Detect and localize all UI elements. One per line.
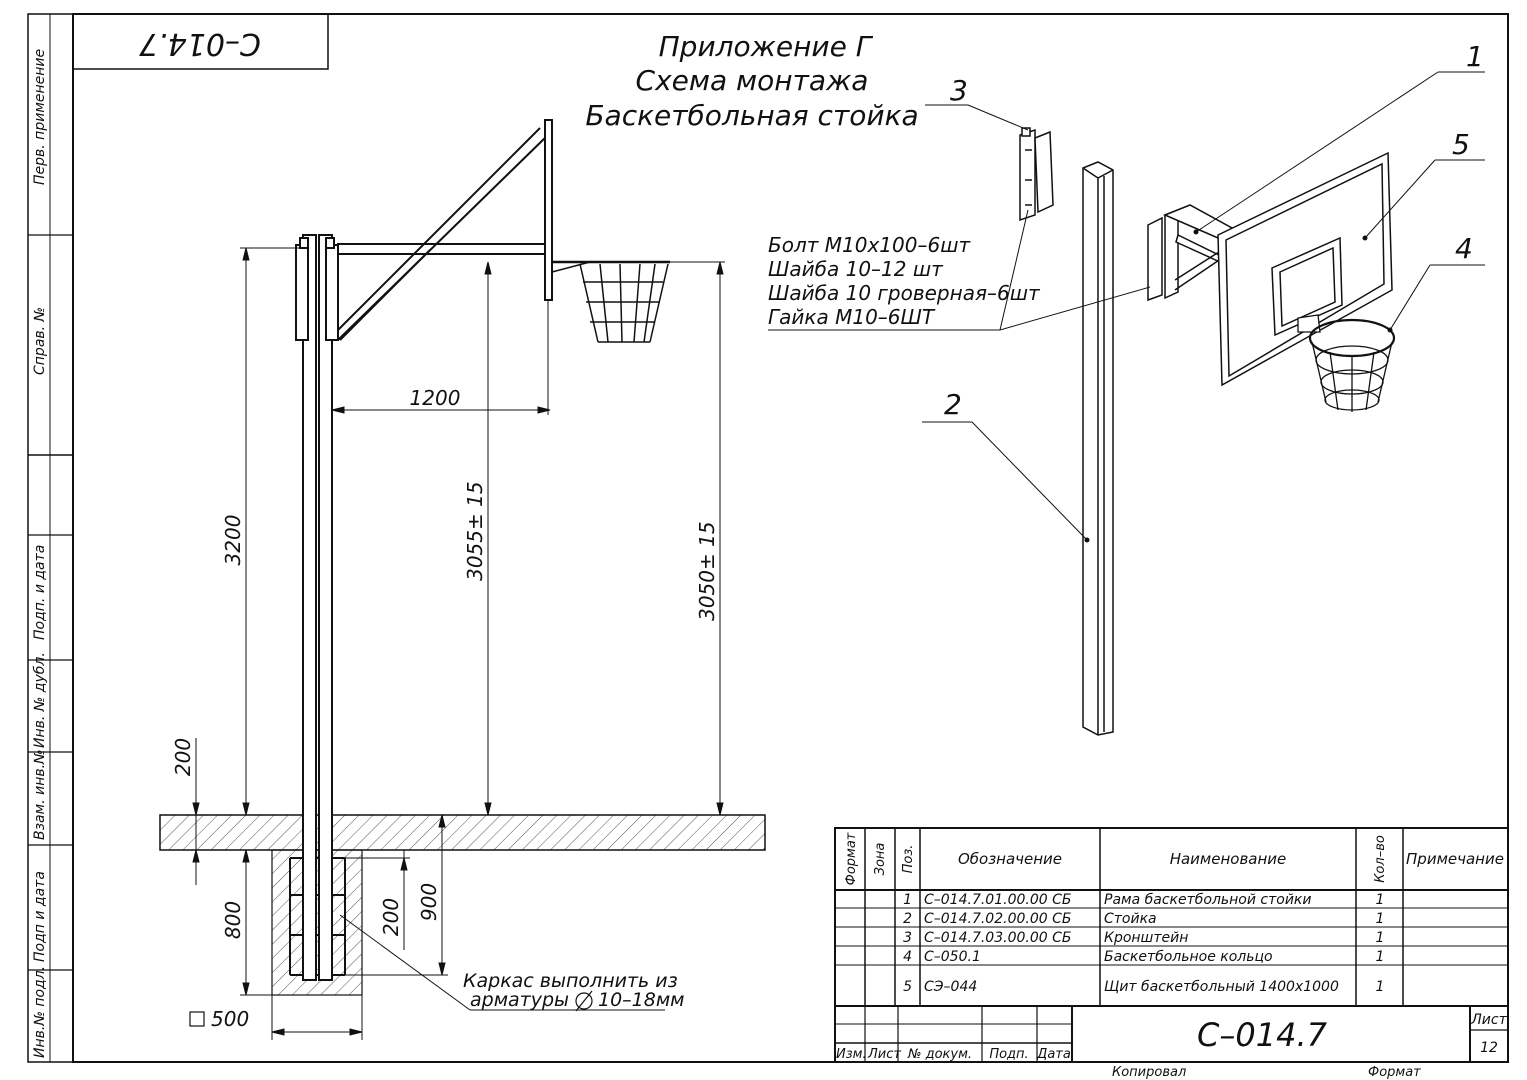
stamp-podp: Подп.: [989, 1047, 1028, 1062]
diameter-symbol: [575, 992, 593, 1010]
label-perv-primenenie: Перв. применение: [32, 49, 48, 185]
code-box: [72, 13, 329, 70]
spec-table: Формат Зона Поз. Обозначение Наименовани…: [834, 827, 1509, 1007]
svg-text:1: 1: [1376, 979, 1385, 995]
th-zona: Зона: [873, 843, 888, 876]
dim-3055: 3055: [463, 530, 487, 581]
stamp-designation: С–014.7: [1197, 1016, 1328, 1054]
ground-slab: [159, 814, 766, 851]
stamp-list: Лист: [867, 1047, 901, 1062]
table-row: 4 С–050.1 Баскетбольное кольцо 1: [903, 949, 1384, 965]
stamp-kopiroval: Копировал: [1112, 1065, 1186, 1080]
note-karkas-2: арматуры: [470, 989, 569, 1011]
callout-3: 3: [950, 74, 968, 107]
arm-frame: [337, 127, 549, 341]
svg-text:1: 1: [1376, 930, 1385, 946]
title-line-3: Баскетбольная стойка: [585, 99, 918, 132]
label-podp-data-2: Подп и дата: [32, 871, 48, 962]
table-row: 3 С–014.7.03.00.00 СБ Кронштейн 1: [903, 930, 1384, 946]
svg-text:Стойка: Стойка: [1104, 911, 1157, 927]
svg-text:4: 4: [903, 949, 912, 965]
label-inv-podl: Инв.№ подл.: [32, 966, 48, 1058]
table-row: 1 С–014.7.01.00.00 СБ Рама баскетбольной…: [903, 892, 1384, 908]
dim-3200: 3200: [221, 515, 245, 566]
callout-4: 4: [1455, 232, 1473, 265]
dim-500: 500: [211, 1007, 249, 1031]
elevation-view: 1200 3200 3055 ± 15 3050 ± 15 200 800 20…: [159, 119, 766, 1040]
svg-text:5: 5: [903, 979, 912, 995]
svg-text:Рама баскетбольной стойки: Рама баскетбольной стойки: [1104, 892, 1311, 908]
post-iso: [1082, 161, 1114, 736]
label-sprav-no: Справ. №: [32, 307, 48, 375]
dim-200-bottom: 200: [379, 898, 403, 936]
svg-text:2: 2: [903, 911, 912, 927]
stamp-data: Дата: [1036, 1047, 1071, 1062]
callout-5: 5: [1452, 128, 1470, 161]
svg-text:1: 1: [1376, 949, 1385, 965]
note-karkas-1: Каркас выполнить из: [463, 970, 678, 992]
table-row: 2 С–014.7.02.00.00 СБ Стойка 1: [903, 911, 1384, 927]
fixing-line-2: Шайба 10–12 шт: [768, 257, 944, 281]
title-line-1: Приложение Г: [659, 30, 874, 63]
callout-2: 2: [944, 388, 962, 421]
rebar-cage: [289, 857, 346, 976]
stamp-list-label: Лист: [1470, 1012, 1507, 1028]
dim-1200: 1200: [410, 386, 461, 410]
code-mirrored: С–014.7: [139, 26, 261, 61]
label-podp-data-1: Подп. и дата: [32, 545, 48, 640]
svg-text:С–050.1: С–050.1: [924, 949, 981, 965]
stamp-format: Формат: [1368, 1065, 1421, 1080]
fixing-line-4: Гайка М10–6ШТ: [768, 305, 936, 329]
svg-text:1: 1: [1376, 911, 1385, 927]
bracket-iso: [1019, 127, 1054, 222]
dim-3050-tol: ± 15: [695, 521, 719, 570]
dimension-lines: [190, 247, 725, 1040]
left-side-column: Перв. применение Справ. № Подп. и дата И…: [27, 13, 74, 1063]
dim-900: 900: [417, 883, 441, 921]
note-karkas-3: 10–18мм: [598, 989, 685, 1011]
frame-iso: [1147, 204, 1234, 302]
callout-1: 1: [1466, 40, 1484, 73]
th-poz: Поз.: [901, 845, 916, 874]
svg-text:Щит баскетбольный 1400х1000: Щит баскетбольный 1400х1000: [1104, 979, 1339, 995]
stamp-sheet-number: 12: [1480, 1040, 1498, 1056]
hoop-side: [551, 260, 670, 343]
hoop-iso: [1297, 314, 1396, 412]
square-symbol: [189, 1011, 205, 1027]
stamp-dokum: № докум.: [907, 1047, 972, 1062]
th-kolvo: Кол–во: [1373, 835, 1388, 883]
svg-text:С–014.7.03.00.00 СБ: С–014.7.03.00.00 СБ: [924, 930, 1071, 946]
label-inv-dubl: Инв. № дубл.: [32, 652, 48, 748]
th-oboznachenie: Обозначение: [958, 850, 1062, 868]
fixing-line-3: Шайба 10 гроверная–6шт: [768, 281, 1041, 305]
svg-text:3: 3: [903, 930, 912, 946]
label-vzam-inv: Взам. инв.№: [32, 749, 48, 840]
dim-800: 800: [221, 901, 245, 939]
dim-200-top: 200: [171, 738, 195, 776]
title-line-2: Схема монтажа: [636, 64, 869, 97]
isometric-view: 1 2 3 4 5 Болт М10х100–6шт Шайба 10–12 ш…: [768, 40, 1485, 736]
fixing-line-1: Болт М10х100–6шт: [768, 233, 971, 257]
stamp-izm: Изм.: [836, 1047, 867, 1062]
th-format: Формат: [844, 832, 859, 885]
callout-leaders: [768, 71, 1485, 541]
svg-text:СЭ–044: СЭ–044: [924, 979, 977, 995]
svg-text:С–014.7.02.00.00 СБ: С–014.7.02.00.00 СБ: [924, 911, 1071, 927]
table-row: 5 СЭ–044 Щит баскетбольный 1400х1000 1: [903, 979, 1384, 995]
svg-text:Баскетбольное кольцо: Баскетбольное кольцо: [1104, 949, 1273, 965]
th-naimenovanie: Наименование: [1170, 850, 1287, 868]
backboard-iso: [1217, 151, 1393, 387]
title-block: Изм. Лист № докум. Подп. Дата С–014.7 Ли…: [834, 1005, 1509, 1080]
th-primechanie: Примечание: [1406, 850, 1504, 868]
svg-text:С–014.7.01.00.00 СБ: С–014.7.01.00.00 СБ: [924, 892, 1071, 908]
svg-text:1: 1: [903, 892, 912, 908]
dim-3055-tol: ± 15: [463, 481, 487, 530]
dim-3050: 3050: [695, 570, 719, 621]
post-clamps: [295, 237, 339, 341]
svg-text:1: 1: [1376, 892, 1385, 908]
backboard-side: [544, 119, 553, 301]
main-post: [302, 234, 333, 981]
svg-text:Кронштейн: Кронштейн: [1104, 930, 1188, 946]
